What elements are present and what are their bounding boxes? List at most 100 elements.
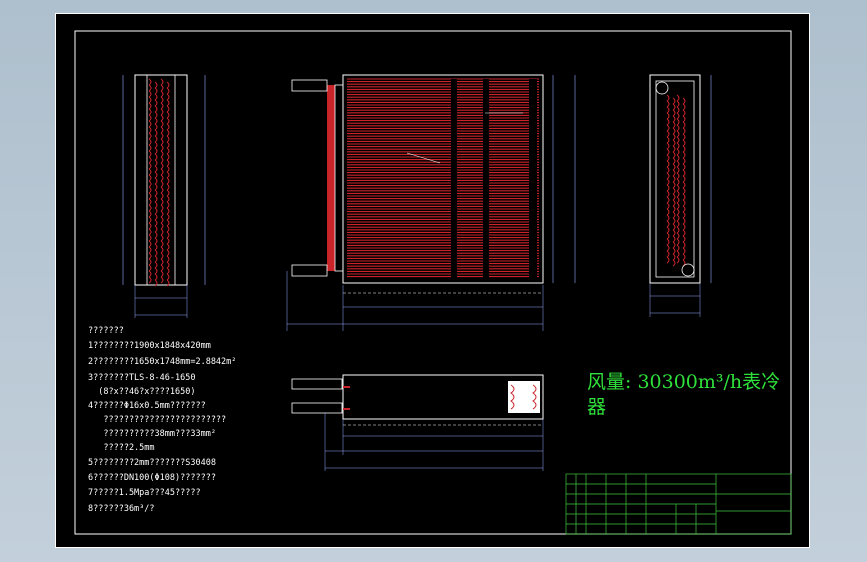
coil-bend [166,231,170,239]
coil-bend [682,211,686,219]
coil-bend [682,181,686,189]
coil-bend [672,235,676,243]
coil-bend [160,138,164,146]
coil-bend [166,165,170,173]
coil-bend [682,247,686,255]
coil-bend [676,130,680,138]
coil-bend [676,142,680,150]
coil-bend [682,163,686,171]
drawing-title: 风量: 30300m³/h表冷器 [587,371,781,418]
coil-bend [676,220,680,228]
coil-bend [166,117,170,125]
coil-bend [148,180,152,188]
coil-bend [676,196,680,204]
coil-bend [676,136,680,144]
coil-bend [148,162,152,170]
coil-bend [666,208,670,216]
coil-bend [166,159,170,167]
spec-note-10: 6??????DN100(Φ108)??????? [88,473,216,483]
coil-bend [154,135,158,143]
coil-bend [148,222,152,230]
spec-note-6: ???????????????????????? [88,415,227,425]
coil-bend [148,234,152,242]
coil-bend [148,264,152,272]
coil-bend [682,145,686,153]
coil-bend [154,273,158,281]
coil-bend [160,276,164,284]
coil-bend [672,217,676,225]
coil-bend [672,241,676,249]
coil-bend [148,240,152,248]
coil-bend [160,150,164,158]
coil-bend [160,234,164,242]
coil-bend [666,250,670,258]
spec-note-9: 5????????2mm???????S30408 [88,458,216,468]
coil-bend [676,232,680,240]
coil-bend [166,195,170,203]
coil-bend [148,198,152,206]
coil-bend [154,201,158,209]
coil-bend [666,256,670,264]
coil-bend [148,90,152,98]
coil-bend [676,172,680,180]
coil-bend [682,109,686,117]
coil-bend [676,178,680,186]
coil-bend [166,255,170,263]
left-side-view [122,74,206,318]
coil-bend [148,108,152,116]
coil-bend [160,156,164,164]
spec-note-5: 4??????Φ16x0.5mm??????? [88,401,206,411]
coil-bend [666,214,670,222]
coil-bend [672,97,676,105]
coil-bend [160,84,164,92]
coil-bend [160,252,164,260]
coil-bend [160,240,164,248]
title-block [565,473,792,535]
coil-bend [666,196,670,204]
coil-bend [166,123,170,131]
coil-bend [666,100,670,108]
coil-bend [666,178,670,186]
coil-bend [148,102,152,110]
coil-bend [672,157,676,165]
coil-bend [166,189,170,197]
coil-bend [676,190,680,198]
coil-bend [666,244,670,252]
coil-bend [672,109,676,117]
coil-bend [160,180,164,188]
coil-bend [148,210,152,218]
coil-bend [160,270,164,278]
coil-bend [666,160,670,168]
coil-bend [154,99,158,107]
coil-bend [154,87,158,95]
coil-bend [166,81,170,89]
coil-bend [148,258,152,266]
coil-bend [666,106,670,114]
coil-bend [676,160,680,168]
coil-bend [160,108,164,116]
coil-bend [682,169,686,177]
coil-bend [682,127,686,135]
coil-bend [160,258,164,266]
coil-bend [666,142,670,150]
coil-bend [166,261,170,269]
coil-bend [166,99,170,107]
coil-bend [160,174,164,182]
right-side-view [649,74,712,317]
coil-bend [166,279,170,287]
coil-bend [166,87,170,95]
coil-bend [666,94,670,102]
coil-bend [666,124,670,132]
coil-bend [148,114,152,122]
coil-bend [676,100,680,108]
coil-bend [676,154,680,162]
coil-bend [666,130,670,138]
coil-bend [160,114,164,122]
coil-bend [672,103,676,111]
coil-bend [160,96,164,104]
coil-bend [682,223,686,231]
coil-bend [676,208,680,216]
coil-bend [154,237,158,245]
coil-bend [676,184,680,192]
coil-bend [148,276,152,284]
